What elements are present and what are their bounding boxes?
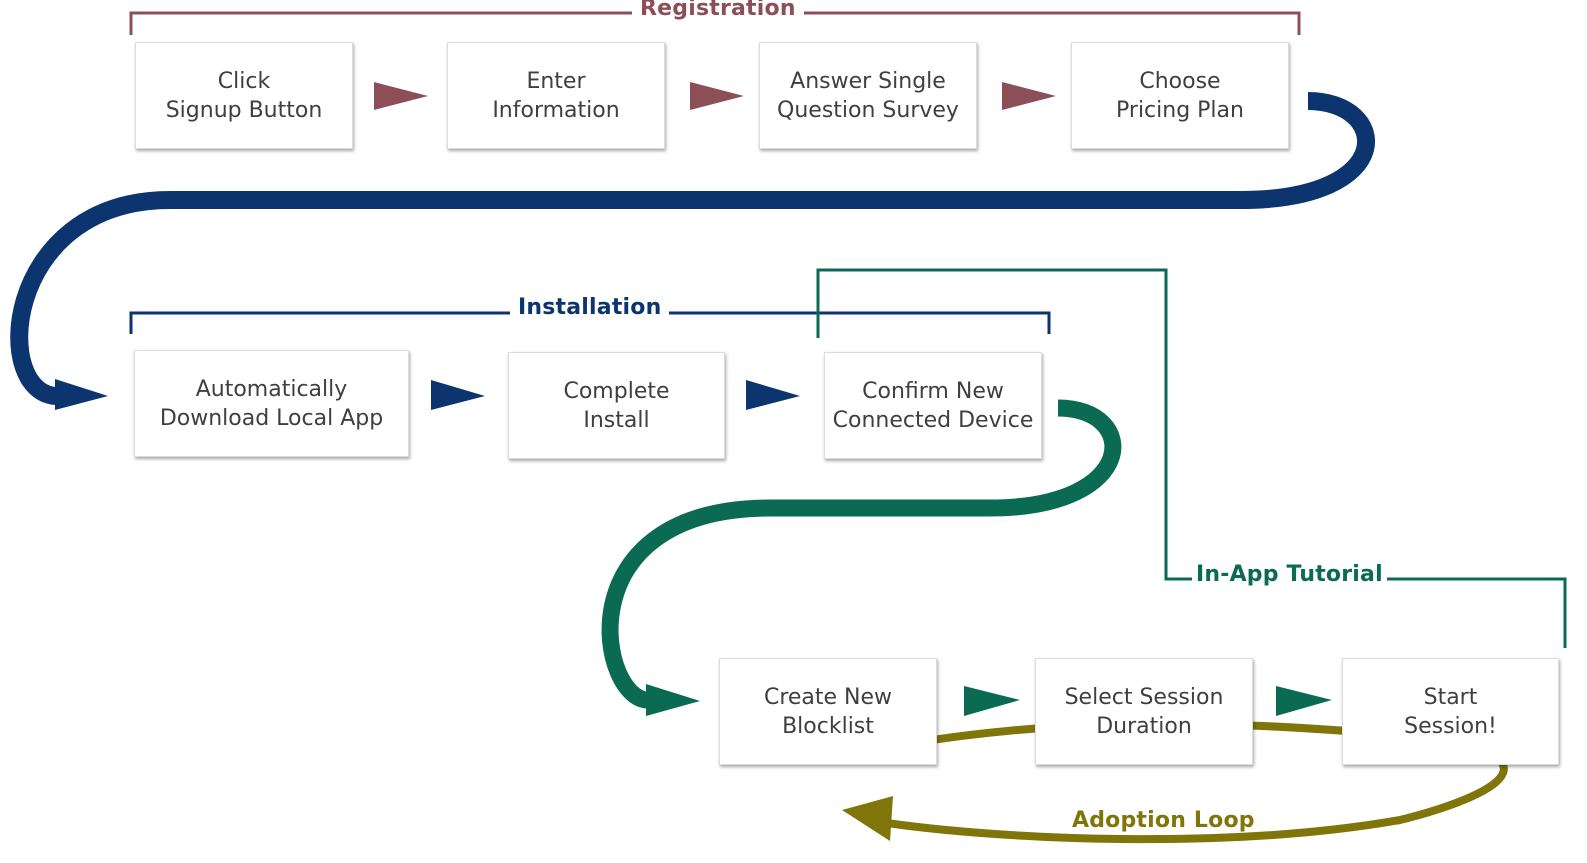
registration-arrow-icon (690, 82, 744, 110)
installation-curved-arrow-icon (10, 92, 1375, 405)
step-text: Signup Button (165, 97, 323, 123)
step-text: Connected Device (832, 407, 1034, 433)
tutorial-curved-arrowhead-icon (646, 684, 700, 716)
step-text: Confirm New (862, 378, 1004, 404)
step-text: Start (1423, 684, 1478, 710)
section-label-registration: Registration (632, 0, 804, 21)
tutorial-curved-arrow-icon (601, 399, 1122, 709)
section-label-installation: Installation (510, 295, 670, 320)
tutorial-arrow-icon (1276, 686, 1332, 716)
step-text: Information (492, 97, 620, 123)
step-text: Complete (563, 378, 670, 404)
step-text: Install (583, 407, 650, 433)
registration-arrow-icon (1002, 82, 1056, 110)
registration-arrow-icon (374, 82, 428, 110)
step-text: Question Survey (777, 97, 959, 123)
installation-arrow-icon (746, 380, 800, 410)
step-text: Download Local App (159, 405, 384, 431)
step-text: Select Session (1064, 684, 1224, 710)
step-text: Create New (763, 684, 893, 710)
installation-arrow-icon (431, 380, 485, 410)
installation-curved-arrowhead-icon (55, 379, 108, 410)
step-text: Blocklist (782, 713, 874, 739)
section-label-tutorial: In-App Tutorial (1192, 562, 1387, 587)
step-text: Answer Single (790, 68, 946, 94)
step-text: Click (217, 68, 271, 94)
step-text: Session! (1404, 713, 1497, 739)
tutorial-arrow-icon (964, 686, 1020, 716)
adoption-loop-arrowhead-icon (842, 796, 893, 841)
step-text: Automatically (195, 376, 348, 402)
tutorial-bracket (816, 268, 1567, 648)
step-text: Duration (1096, 713, 1192, 739)
step-text: Choose (1139, 68, 1221, 94)
step-text: Pricing Plan (1116, 97, 1244, 123)
step-text: Enter (526, 68, 586, 94)
section-label-adoption-loop: Adoption Loop (1072, 808, 1255, 833)
